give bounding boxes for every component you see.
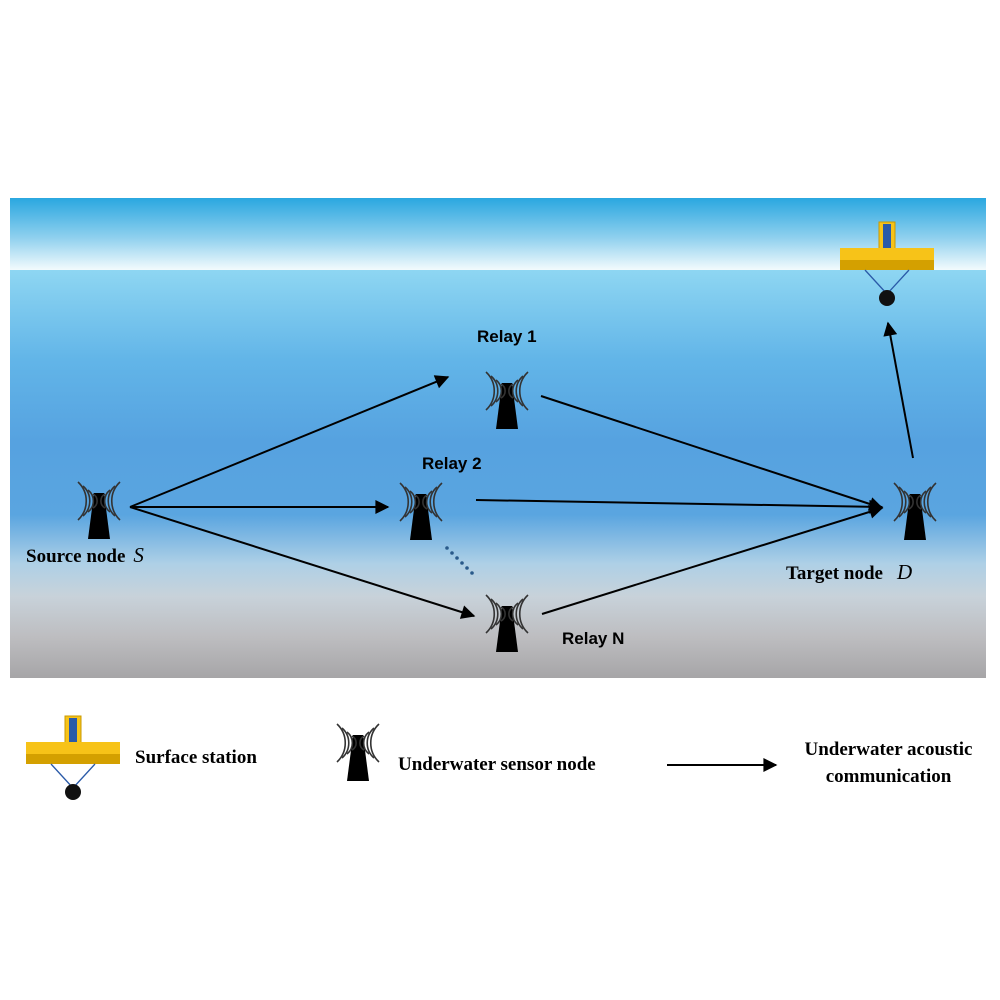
sky-band bbox=[10, 198, 986, 270]
target-node-symbol: D bbox=[896, 560, 913, 584]
link-target-buoy bbox=[883, 321, 914, 459]
relay1-label: Relay 1 bbox=[477, 327, 537, 346]
link-relay1-target bbox=[540, 395, 884, 511]
source-node-label: Source node S bbox=[26, 543, 144, 568]
source-node-text: Source node bbox=[26, 546, 126, 567]
target-node-label: Target node D bbox=[786, 560, 912, 585]
legend-acoustic-label-line1: Underwater acoustic bbox=[804, 739, 973, 760]
acoustic-links bbox=[129, 321, 914, 619]
relay2-label: Relay 2 bbox=[422, 454, 482, 473]
ellipsis-dots bbox=[445, 546, 474, 575]
legend-acoustic-label-line2: communication bbox=[825, 766, 952, 787]
source-node-symbol: S bbox=[133, 543, 144, 567]
legend-surface-station-label: Surface station bbox=[135, 747, 257, 768]
link-source-relayN bbox=[129, 506, 476, 619]
legend-sensor-node-label: Underwater sensor node bbox=[398, 754, 596, 775]
link-relay2-target bbox=[475, 499, 884, 514]
link-relayN-target bbox=[541, 505, 884, 615]
legend-antenna-tower-icon bbox=[336, 723, 380, 782]
relayN-label: Relay N bbox=[562, 629, 625, 648]
target-node-text: Target node bbox=[786, 563, 883, 584]
link-source-relay1 bbox=[129, 375, 450, 508]
legend-surface-buoy-icon bbox=[25, 715, 121, 801]
